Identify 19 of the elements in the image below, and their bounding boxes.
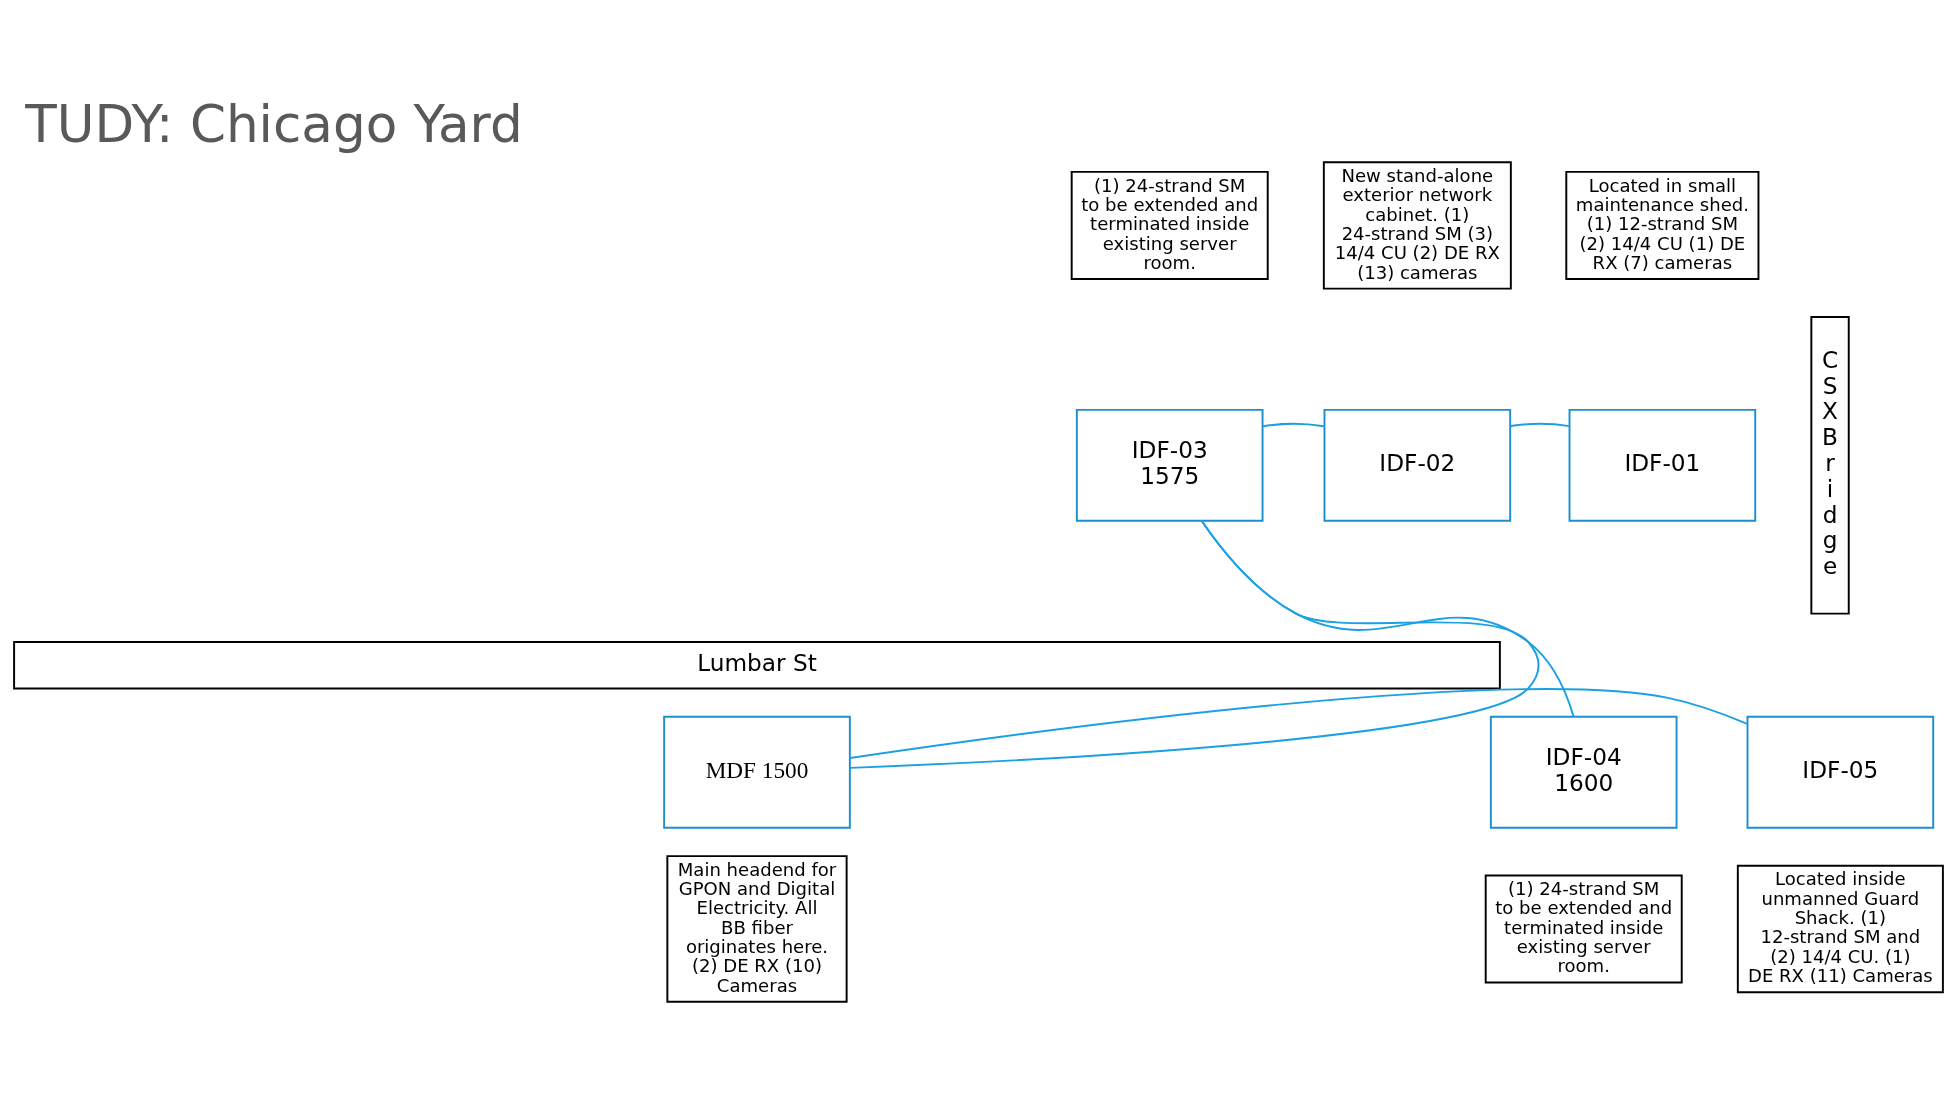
node-box: Lumbar St	[13, 641, 1501, 690]
node-box: IDF-05	[1746, 715, 1935, 829]
node-box: Located in small maintenance shed. (1) 12-strand SM (2) 14/4 CU (1) DE RX (7) cameras	[1565, 170, 1760, 280]
node-box: (1) 24-strand SM to be extended and terminated inside existing server room.	[1484, 874, 1683, 984]
node-box: New stand-alone exterior network cabinet. (1) 24-strand SM (3) 14/4 CU (2) DE RX (13) cameras	[1322, 161, 1512, 290]
connector	[1509, 422, 1571, 428]
node-box: Located inside unmanned Guard Shack. (1) 12-strand SM and (2) 14/4 CU. (1) DE RX (11) Cameras	[1736, 864, 1944, 994]
connector	[849, 688, 1749, 759]
connector	[849, 519, 1540, 769]
node-box: IDF-03 1575	[1075, 408, 1264, 522]
diagram-title: TUDY: Chicago Yard	[25, 93, 523, 154]
node-box: IDF-04 1600	[1489, 715, 1678, 829]
node-box: (1) 24-strand SM to be extended and terminated inside existing server room.	[1070, 170, 1269, 280]
connector	[1262, 422, 1325, 428]
node-box: IDF-02	[1323, 408, 1512, 522]
node-box: CSX Bridge	[1810, 316, 1850, 615]
node-box: Main headend for GPON and Digital Electricity. All BB fiber originates here. (2) DE RX (10) Cameras	[666, 855, 848, 1003]
node-box: IDF-01	[1568, 408, 1757, 522]
node-box: MDF 1500	[663, 715, 851, 829]
